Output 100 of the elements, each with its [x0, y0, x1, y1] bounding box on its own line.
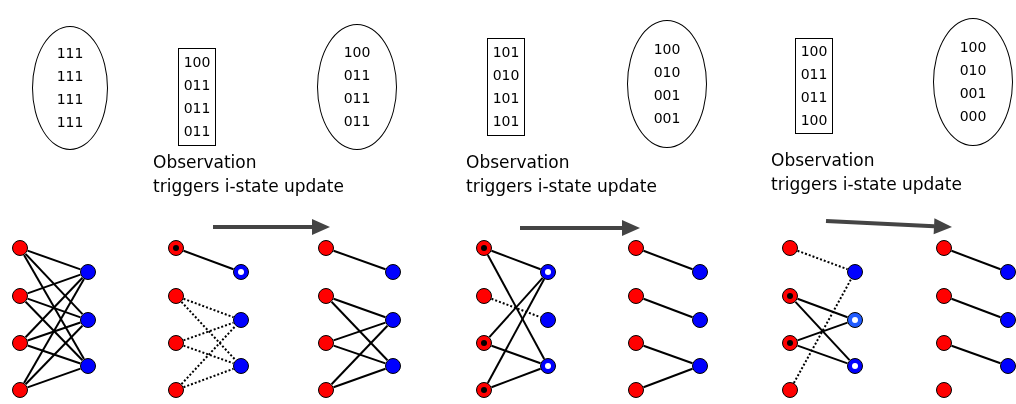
- vertex-circle: [318, 240, 334, 256]
- edge-line: [24, 252, 84, 316]
- vertex-circle: [1000, 264, 1016, 280]
- edge-line: [23, 277, 85, 385]
- dotted-edge-line: [796, 249, 849, 271]
- bit-matrix-text: 100 011 011 011: [183, 53, 211, 141]
- dotted-edge-line: [490, 297, 542, 319]
- vertex-circle: [80, 358, 96, 374]
- edge-line: [642, 249, 694, 271]
- vertex-circle: [628, 240, 644, 256]
- dotted-edge-line: [180, 324, 237, 386]
- bit-matrix-text: 111 111 111 111: [56, 44, 84, 132]
- dotted-edge-line: [182, 367, 235, 389]
- vertex-circle: [318, 335, 334, 351]
- vertex-circle: [233, 264, 249, 280]
- vertex-circle: [476, 382, 492, 398]
- vertex-circle: [847, 312, 863, 328]
- vertex-circle: [385, 264, 401, 280]
- vertex-circle: [12, 382, 28, 398]
- vertex-circle: [476, 288, 492, 304]
- vertex-circle: [385, 358, 401, 374]
- vertex-circle: [233, 358, 249, 374]
- vertex-circle: [80, 264, 96, 280]
- edge-line: [330, 324, 389, 386]
- vertex-circle: [936, 335, 952, 351]
- vertex-circle: [318, 288, 334, 304]
- vertex-circle: [476, 240, 492, 256]
- edge-line: [26, 344, 82, 365]
- bit-matrix-text: 100 011 011 011: [343, 43, 371, 131]
- vertex-circle: [1000, 312, 1016, 328]
- edge-line: [486, 254, 546, 360]
- edge-line: [330, 300, 389, 362]
- edge-line: [332, 297, 387, 319]
- edge-line: [332, 249, 387, 271]
- edge-line: [486, 278, 546, 384]
- bit-matrix-text: 100 010 001 001: [653, 40, 681, 128]
- edge-line: [332, 344, 387, 365]
- edge-line: [796, 321, 849, 342]
- vertex-circle: [80, 312, 96, 328]
- edge-line: [26, 367, 82, 389]
- vertex-circle: [233, 312, 249, 328]
- vertex-circle: [168, 335, 184, 351]
- edge-line: [642, 297, 694, 319]
- bit-matrix-text: 100 010 001 000: [959, 38, 987, 126]
- edge-line: [794, 300, 851, 362]
- vertex-circle: [540, 312, 556, 328]
- vertex-circle: [782, 288, 798, 304]
- edge-line: [642, 367, 694, 389]
- vertex-circle: [1000, 358, 1016, 374]
- vertex-circle: [12, 240, 28, 256]
- vertex-circle: [168, 288, 184, 304]
- edge-line: [24, 300, 84, 362]
- dotted-edge-line: [792, 278, 853, 384]
- vertex-circle: [168, 382, 184, 398]
- edge-line: [182, 249, 235, 271]
- edge-line: [490, 367, 542, 389]
- edge-line: [332, 367, 387, 389]
- vertex-circle: [782, 382, 798, 398]
- edge-line: [26, 321, 82, 342]
- vertex-circle: [385, 312, 401, 328]
- vertex-circle: [936, 382, 952, 398]
- dotted-edge-line: [182, 344, 235, 365]
- edge-line: [796, 297, 849, 319]
- dotted-edge-line: [182, 321, 235, 342]
- vertex-circle: [12, 335, 28, 351]
- vertex-circle: [628, 288, 644, 304]
- vertex-circle: [628, 382, 644, 398]
- vertex-circle: [847, 264, 863, 280]
- vertex-circle: [936, 288, 952, 304]
- vertex-circle: [936, 240, 952, 256]
- edge-line: [950, 249, 1002, 271]
- edge-line: [490, 344, 542, 365]
- edge-line: [26, 297, 82, 319]
- caption-text: Observation triggers i-state update: [153, 151, 344, 198]
- bit-matrix-text: 101 010 101 101: [492, 43, 520, 131]
- edge-line: [23, 253, 85, 361]
- edge-line: [24, 276, 84, 339]
- vertex-circle: [476, 335, 492, 351]
- vertex-circle: [692, 358, 708, 374]
- vertex-circle: [692, 264, 708, 280]
- vertex-circle: [847, 358, 863, 374]
- edge-line: [642, 344, 694, 365]
- bit-matrix-text: 100 011 011 100: [800, 42, 828, 130]
- vertex-circle: [782, 240, 798, 256]
- vertex-circle: [540, 264, 556, 280]
- vertex-circle: [12, 288, 28, 304]
- edge-line: [26, 249, 82, 271]
- dotted-edge-line: [180, 300, 237, 362]
- caption-text: Observation triggers i-state update: [771, 149, 962, 196]
- edge-line: [488, 276, 544, 339]
- edge-line: [24, 324, 84, 386]
- dotted-edge-line: [182, 297, 235, 319]
- edge-line: [796, 344, 849, 365]
- vertex-circle: [540, 358, 556, 374]
- edge-line: [26, 273, 82, 295]
- vertex-circle: [692, 312, 708, 328]
- edge-line: [490, 249, 542, 271]
- edge-line: [332, 321, 387, 342]
- vertex-circle: [168, 240, 184, 256]
- vertex-circle: [628, 335, 644, 351]
